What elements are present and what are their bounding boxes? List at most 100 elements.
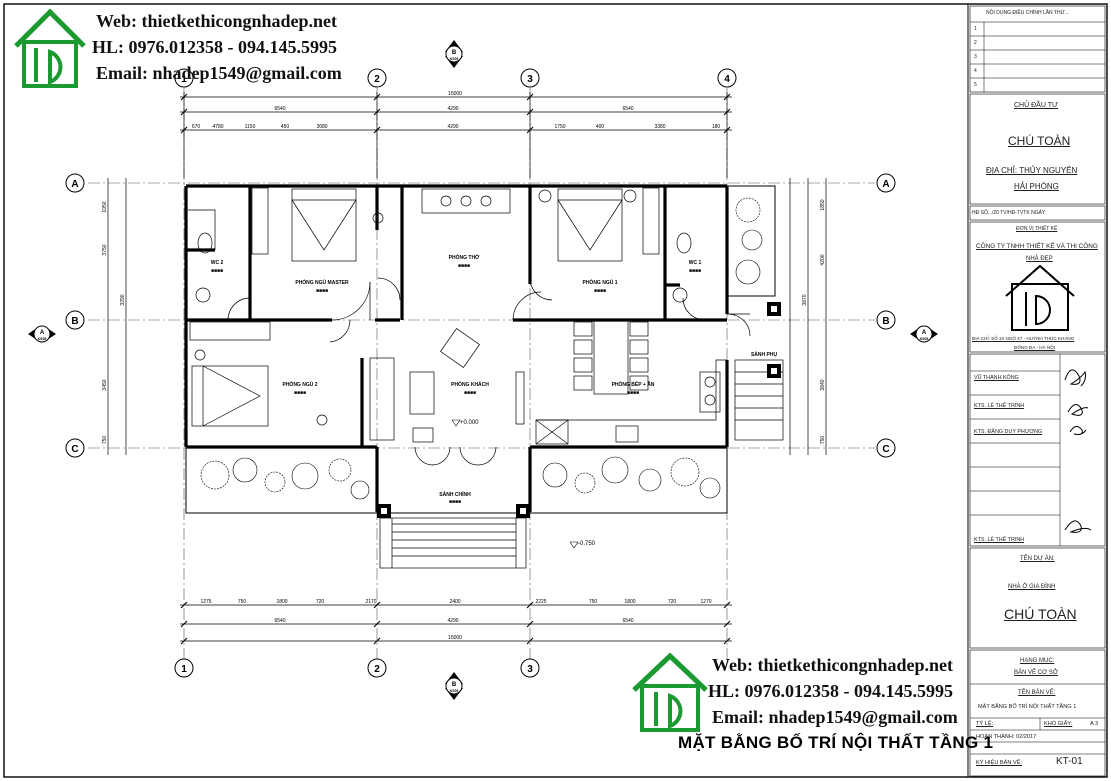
dim-left: 750: [102, 436, 108, 445]
svg-text:4: 4: [724, 74, 730, 85]
dim-right: 4200: [820, 254, 826, 265]
level-marks: +0.000 -0.750: [451, 419, 596, 549]
thin-walls: [185, 185, 776, 514]
watermark-email-bottom: Email: nhadep1549@gmail.com: [712, 707, 958, 727]
svg-text:A: A: [40, 330, 45, 336]
dim-top-span: 4290: [447, 106, 458, 112]
owner-name: CHÚ TOÀN: [1008, 134, 1071, 148]
watermark-web: Web: thietkethicongnhadep.net: [96, 11, 338, 31]
svg-text:C: C: [882, 444, 889, 455]
staff-2: KTS. LÊ THẾ TRINH: [974, 403, 1025, 409]
grid-bubbles: 1 2 3 4 1 2 3 A B C A B C: [65, 68, 896, 678]
completion-date: HOÀN THÀNH: 02/2017: [976, 734, 1037, 740]
room-label-khach: PHÒNG KHÁCH: [451, 380, 489, 388]
grid-bubble-col: 1: [174, 68, 194, 88]
scale-label: TỶ LỆ:: [976, 721, 994, 727]
dimension-tick: [526, 601, 534, 609]
revision-row-2: 2: [974, 40, 977, 46]
svg-text:3: 3: [527, 664, 533, 675]
dim-bottom-detail: 750: [238, 599, 247, 605]
walls: [184, 184, 729, 512]
doors: [227, 277, 751, 466]
dimension-tick: [723, 108, 731, 116]
dimension-tick: [723, 93, 731, 101]
svg-text:KS05: KS05: [38, 337, 47, 341]
dim-top-span: 6540: [274, 106, 285, 112]
dim-top-total: 15000: [448, 91, 462, 97]
dim-left: 3290: [120, 294, 126, 305]
svg-text:A: A: [71, 179, 78, 190]
dimension-tick: [526, 93, 534, 101]
dim-top-detail: 3380: [654, 124, 665, 130]
sheet-code: KT-01: [1056, 756, 1083, 767]
room-label-bep: PHÒNG BẾP + ĂN: [612, 380, 655, 388]
dimension-tick: [180, 637, 188, 645]
dim-top-detail: 4290: [447, 124, 458, 130]
planter-right: [542, 456, 721, 499]
bed-2: [191, 365, 269, 427]
svg-text:B: B: [882, 316, 889, 327]
watermark-logo-top: [14, 8, 86, 90]
dimension-tick: [373, 601, 381, 609]
dimension-tick: [180, 93, 188, 101]
staff-8: KTS. LÊ THẾ TRINH: [974, 537, 1025, 543]
room-label-wc1: WC 1: [689, 260, 702, 266]
dim-top-detail: 180: [712, 124, 721, 130]
furniture: [188, 187, 727, 445]
room-label-ngu2: PHÒNG NGỦ 2: [282, 380, 317, 388]
watermark-hotline-bottom: HL: 0976.012358 - 094.145.5995: [708, 681, 953, 701]
item-label: HẠNG MỤC:: [1020, 658, 1055, 664]
room-label-master: PHÒNG NGỦ MASTER: [295, 278, 349, 286]
dim-bottom-detail: 1800: [276, 599, 287, 605]
contract-number: HĐ SỐ.../20 TV/HĐ-TVTK NGÀY: [972, 210, 1046, 216]
dim-right: 3870: [802, 294, 808, 305]
dimension-tick: [180, 601, 188, 609]
revision-header: NỘI DUNG ĐIỀU CHỈNH LẦN THỨ...: [986, 10, 1070, 16]
dim-bottom-detail: 750: [589, 599, 598, 605]
porch-columns: [377, 302, 781, 518]
section-mark-b-bottom: B KS05: [445, 672, 463, 700]
dimension-tick: [373, 620, 381, 628]
level-ground: -0.750: [578, 541, 596, 547]
grid-bubble-col: 3: [520, 68, 540, 88]
dimension-tick: [180, 620, 188, 628]
dimension-tick: [180, 108, 188, 116]
dimension-tick: [526, 126, 534, 134]
dimension-tick: [526, 637, 534, 645]
revision-row-4: 4: [974, 68, 977, 74]
dim-right: 1850: [820, 199, 826, 210]
dim-bottom-detail: 2170: [365, 599, 376, 605]
svg-text:3: 3: [527, 74, 533, 85]
svg-text:1: 1: [181, 664, 187, 675]
planter-left: [200, 457, 370, 500]
section-marks: B KS05 B KS05 A KS05 A KS05: [28, 40, 938, 700]
room-area: ■■■■: [316, 288, 328, 294]
dim-right: 3840: [820, 379, 826, 390]
revision-row-5: 5: [974, 82, 977, 88]
sheet-title: MẶT BẰNG BỐ TRÍ NỘI THẤT TẦNG 1: [978, 704, 1077, 710]
watermark-logo-bottom: [632, 652, 708, 734]
grid-bubble-row: C: [876, 438, 896, 458]
dimension-labels: 15000 6540 4290 6540 670 4780 1150 450 3…: [192, 91, 721, 641]
room-label-ngu1: PHÒNG NGỦ 1: [582, 278, 617, 286]
owner-address-city: HẢI PHÒNG: [1014, 182, 1059, 191]
revision-row-1: 1: [974, 26, 977, 32]
grid-bubble-row: A: [876, 173, 896, 193]
room-label-sanh-chinh: SẢNH CHÍNH: [439, 490, 471, 498]
dim-top-span: 6540: [622, 106, 633, 112]
dimension-tick: [373, 93, 381, 101]
planter-side: [735, 197, 763, 285]
svg-text:KS05: KS05: [450, 57, 459, 61]
dimension-tick: [526, 620, 534, 628]
grid-bubble-col: 3: [520, 658, 540, 678]
staff-3: KTS. ĐẶNG DUY PHƯƠNG: [974, 429, 1043, 435]
watermark-web-bottom: Web: thietkethicongnhadep.net: [712, 655, 954, 675]
room-label-sanh-phu: SẢNH PHỤ: [751, 351, 778, 358]
dim-bottom-span: 4290: [447, 618, 458, 624]
dimension-tick: [373, 108, 381, 116]
dim-left: 3450: [102, 379, 108, 390]
dimension-tick: [373, 126, 381, 134]
room-label-tho: PHÒNG THỜ: [449, 253, 480, 261]
paper-label: KHỔ GIẤY:: [1044, 721, 1073, 727]
